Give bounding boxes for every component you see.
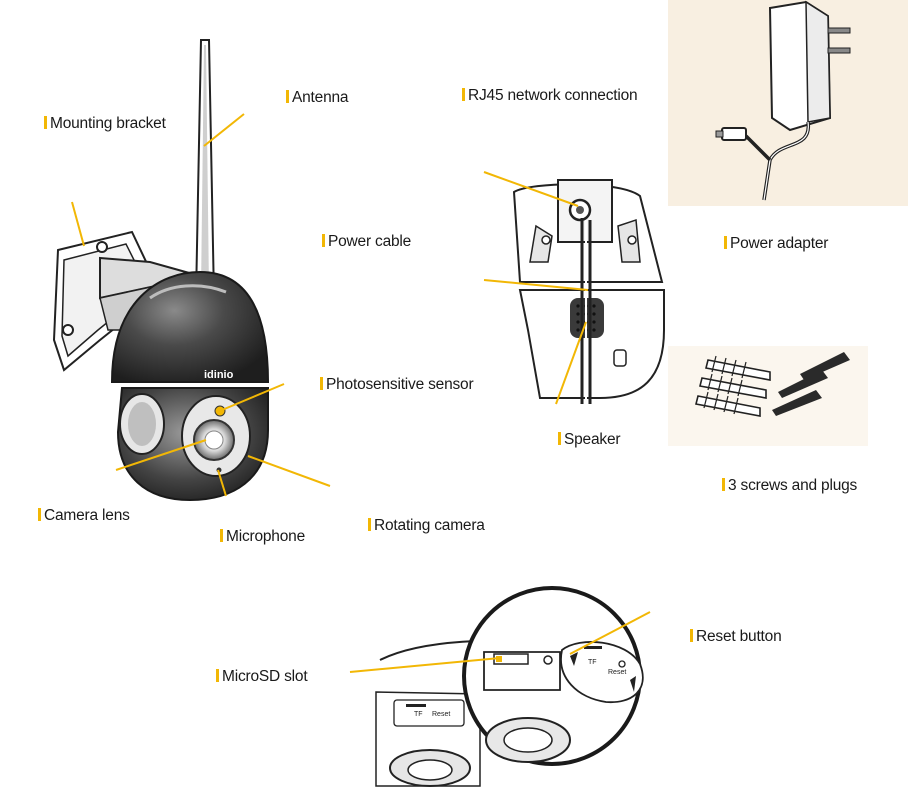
svg-text:Reset: Reset: [608, 669, 626, 676]
leader-rj45: [483, 171, 579, 207]
svg-text:Reset: Reset: [432, 711, 450, 718]
label-marker: [220, 529, 223, 542]
leader-camera-lens: [115, 439, 207, 471]
label-power-cable: Power cable: [322, 233, 411, 251]
label-marker: [322, 234, 325, 247]
leader-reset-button: [569, 611, 651, 655]
antenna-shape: [193, 39, 217, 304]
microsd-reset-illustration: TF Reset TF Reset: [375, 586, 644, 787]
label-marker: [558, 432, 561, 445]
leader-power-cable: [483, 279, 589, 291]
label-marker: [724, 236, 727, 249]
label-photosensitive-sensor: Photosensitive sensor: [320, 376, 474, 394]
label-marker: [216, 669, 219, 682]
power-adapter-illustration: [668, 0, 908, 206]
label-power-adapter: Power adapter: [724, 235, 828, 253]
label-marker: [690, 629, 693, 642]
label-screws-plugs: 3 screws and plugs: [722, 477, 857, 495]
dome-top-shape: [110, 270, 270, 383]
label-microphone: Microphone: [220, 528, 305, 546]
label-marker: [38, 508, 41, 521]
leader-rotating-camera: [247, 455, 331, 487]
camera-illustration: idinio: [52, 39, 270, 502]
label-marker: [286, 90, 289, 103]
label-speaker: Speaker: [558, 431, 621, 449]
leader-microsd-slot: [349, 657, 501, 673]
label-antenna: Antenna: [286, 89, 349, 107]
leader-lines: [71, 113, 651, 673]
label-marker: [722, 478, 725, 491]
label-microsd-slot: MicroSD slot: [216, 668, 308, 686]
reset-button-shape: [618, 660, 626, 668]
label-rj45: RJ45 network connection: [462, 87, 638, 105]
label-marker: [462, 88, 465, 101]
label-mounting-bracket: Mounting bracket: [44, 115, 166, 133]
leader-speaker: [555, 321, 587, 405]
svg-text:TF: TF: [588, 659, 597, 666]
svg-text:TF: TF: [414, 711, 423, 718]
leader-antenna: [203, 113, 245, 147]
leader-photosensor: [221, 383, 285, 411]
label-camera-lens: Camera lens: [38, 507, 130, 525]
screws-plugs-illustration: [668, 346, 868, 446]
leader-mounting-bracket: [71, 201, 85, 247]
camera-back-illustration: [512, 179, 665, 404]
label-marker: [368, 518, 371, 531]
mounting-bracket-shape: [52, 230, 201, 372]
brand-logo: idinio: [204, 369, 234, 381]
label-reset-button: Reset button: [690, 628, 782, 646]
label-rotating-camera: Rotating camera: [368, 517, 485, 535]
leader-microphone: [217, 469, 227, 497]
label-marker: [320, 377, 323, 390]
label-marker: [44, 116, 47, 129]
